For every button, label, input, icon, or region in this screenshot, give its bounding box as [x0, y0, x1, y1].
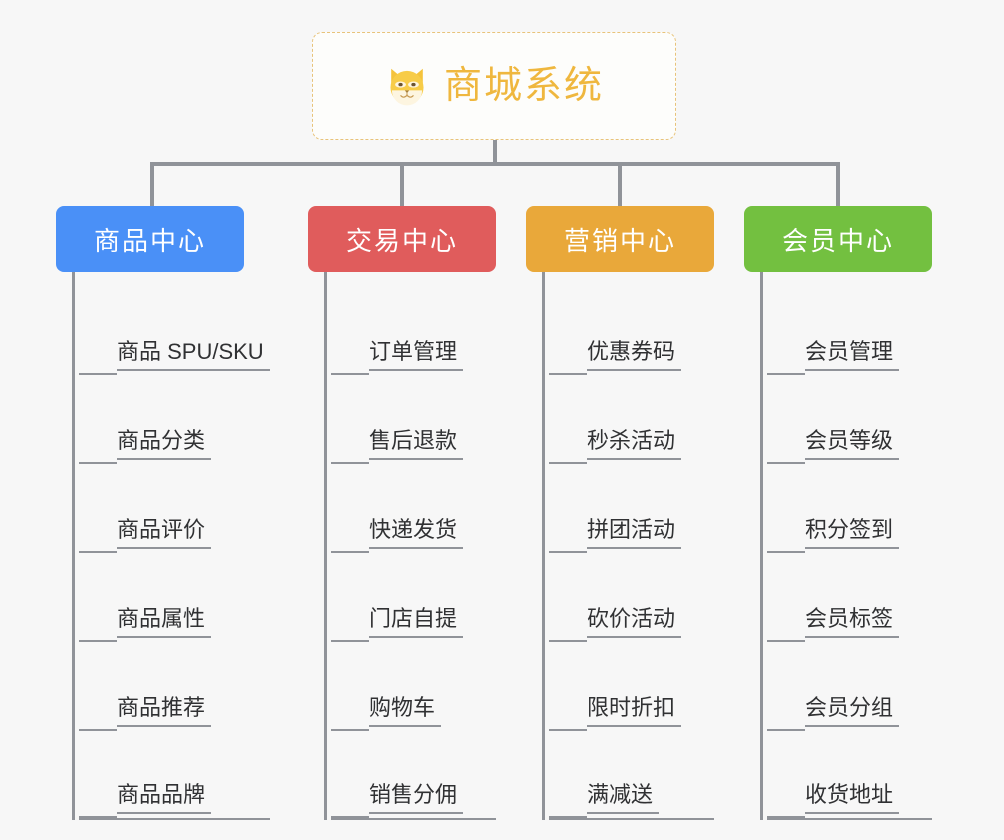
branch-column-2: 交易中心 订单管理 售后退款 快递发货 门店自提 购物车 销售分佣: [308, 206, 496, 820]
list-item-label: 购物车: [369, 694, 442, 727]
list-item-label: 拼团活动: [587, 516, 682, 549]
branch-children-4: 会员管理 会员等级 积分签到 会员标签 会员分组 收货地址: [760, 272, 932, 820]
list-item[interactable]: 商品属性: [79, 553, 270, 642]
list-item-label: 收货地址: [805, 781, 900, 814]
list-item[interactable]: 会员标签: [767, 553, 932, 642]
list-item[interactable]: 积分签到: [767, 464, 932, 553]
branch-column-1: 商品中心 商品 SPU/SKU 商品分类 商品评价 商品属性 商品推荐 商品品牌: [56, 206, 270, 820]
list-item[interactable]: 会员分组: [767, 642, 932, 731]
list-item-label: 销售分佣: [369, 781, 464, 814]
list-item-label: 快递发货: [369, 516, 464, 549]
branch-children-2: 订单管理 售后退款 快递发货 门店自提 购物车 销售分佣: [324, 272, 496, 820]
list-item[interactable]: 订单管理: [331, 286, 496, 375]
branch-header-2[interactable]: 交易中心: [308, 206, 496, 272]
list-item[interactable]: 快递发货: [331, 464, 496, 553]
list-item[interactable]: 限时折扣: [549, 642, 714, 731]
list-item[interactable]: 商品品牌: [79, 731, 270, 820]
branch-header-3[interactable]: 营销中心: [526, 206, 714, 272]
root-title: 商城系统: [443, 65, 604, 107]
list-item-label: 订单管理: [369, 338, 464, 371]
list-item[interactable]: 优惠券码: [549, 286, 714, 375]
list-item[interactable]: 门店自提: [331, 553, 496, 642]
list-item[interactable]: 收货地址: [767, 731, 932, 820]
shiba-dog-face-icon: [384, 63, 430, 109]
list-item[interactable]: 砍价活动: [549, 553, 714, 642]
list-item-label: 会员标签: [805, 605, 900, 638]
list-item-label: 砍价活动: [587, 605, 682, 638]
branch-children-1: 商品 SPU/SKU 商品分类 商品评价 商品属性 商品推荐 商品品牌: [72, 272, 270, 820]
list-item-label: 会员管理: [805, 338, 900, 371]
list-item[interactable]: 购物车: [331, 642, 496, 731]
list-item[interactable]: 会员管理: [767, 286, 932, 375]
list-item[interactable]: 销售分佣: [331, 731, 496, 820]
list-item-label: 会员等级: [805, 427, 900, 460]
list-item-label: 会员分组: [805, 694, 900, 727]
list-item[interactable]: 满减送: [549, 731, 714, 820]
connector-drop-2: [400, 162, 404, 208]
list-item[interactable]: 秒杀活动: [549, 375, 714, 464]
list-item-label: 商品 SPU/SKU: [117, 338, 270, 371]
connector-root-stem: [493, 140, 497, 164]
branch-column-3: 营销中心 优惠券码 秒杀活动 拼团活动 砍价活动 限时折扣 满减送: [526, 206, 714, 820]
list-item-label: 积分签到: [805, 516, 900, 549]
list-item[interactable]: 会员等级: [767, 375, 932, 464]
list-item-label: 优惠券码: [587, 338, 682, 371]
list-item-label: 商品评价: [117, 516, 212, 549]
list-item[interactable]: 商品推荐: [79, 642, 270, 731]
list-item[interactable]: 商品分类: [79, 375, 270, 464]
list-item-label: 售后退款: [369, 427, 464, 460]
list-item-label: 限时折扣: [587, 694, 682, 727]
list-item-label: 商品推荐: [117, 694, 212, 727]
branch-children-3: 优惠券码 秒杀活动 拼团活动 砍价活动 限时折扣 满减送: [542, 272, 714, 820]
list-item-label: 商品分类: [117, 427, 212, 460]
list-item-label: 商品品牌: [117, 781, 212, 814]
list-item-label: 门店自提: [369, 605, 464, 638]
branch-column-4: 会员中心 会员管理 会员等级 积分签到 会员标签 会员分组 收货地址: [744, 206, 932, 820]
list-item[interactable]: 商品评价: [79, 464, 270, 553]
branch-header-1[interactable]: 商品中心: [56, 206, 244, 272]
branch-header-4[interactable]: 会员中心: [744, 206, 932, 272]
root-node[interactable]: 商城系统: [312, 32, 676, 140]
list-item-label: 商品属性: [117, 605, 212, 638]
list-item[interactable]: 售后退款: [331, 375, 496, 464]
connector-drop-4: [836, 162, 840, 208]
list-item-label: 满减送: [587, 781, 660, 814]
list-item[interactable]: 商品 SPU/SKU: [79, 286, 270, 375]
list-item-label: 秒杀活动: [587, 427, 682, 460]
connector-horizontal-bus: [150, 162, 840, 166]
list-item[interactable]: 拼团活动: [549, 464, 714, 553]
connector-drop-1: [150, 162, 154, 208]
connector-drop-3: [618, 162, 622, 208]
